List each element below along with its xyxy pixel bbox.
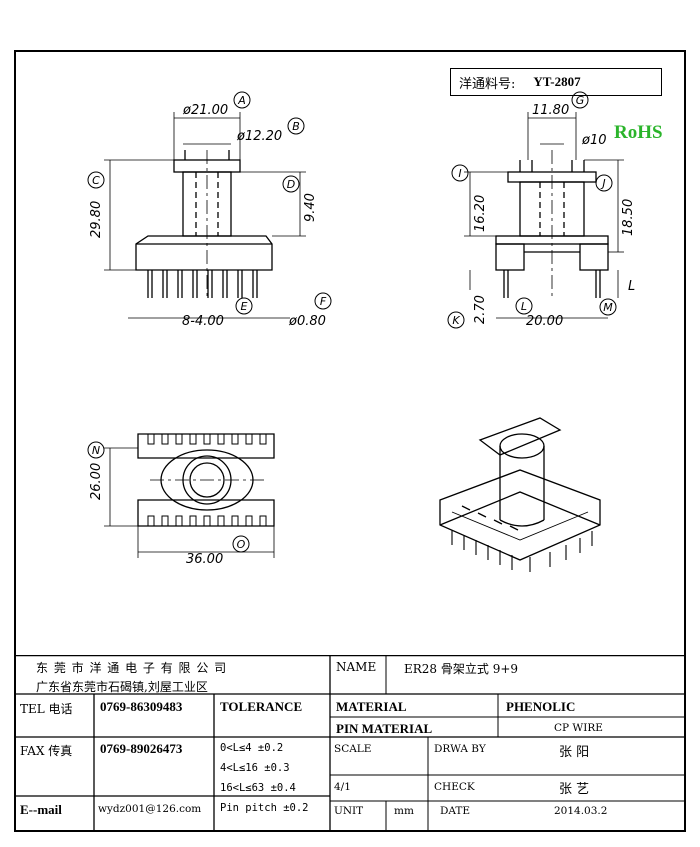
isometric-view (439, 417, 601, 572)
fax-label: FAX 传真 (20, 744, 73, 758)
tag-c: C (92, 174, 100, 187)
tag-i: I (458, 167, 461, 180)
tel-value: 0769-86309483 (100, 699, 183, 714)
dim-d: 9.40 (303, 193, 318, 222)
material-label: MATERIAL (336, 699, 407, 714)
dim-b: ø12.20 (236, 129, 282, 144)
dim-j: 18.50 (621, 199, 636, 236)
check-value: 张 艺 (559, 782, 590, 797)
tolerance-4: Pin pitch ±0.2 (220, 802, 309, 814)
dim-n: 26.00 (89, 463, 104, 500)
company-name: 东 莞 市 洋 通 电 子 有 限 公 司 (36, 661, 228, 675)
technical-drawing: ø21.00 ø12.20 29.80 9.40 8-4.00 ø0.80 11… (87, 91, 636, 572)
date-value: 2014.03.2 (554, 805, 608, 817)
dim-g: 11.80 (532, 103, 569, 118)
title-block-grid (14, 655, 686, 832)
scale-label: SCALE (334, 743, 372, 755)
dim-c: 29.80 (89, 201, 104, 238)
tag-l: L (521, 300, 527, 313)
dim-o: 36.00 (186, 552, 223, 567)
tag-j: J (600, 177, 605, 190)
tag-m: M (603, 301, 613, 314)
side-view (464, 112, 624, 319)
dim-a: ø21.00 (182, 103, 228, 118)
fax-value: 0769-89026473 (100, 741, 183, 756)
part-number-label: 洋通料号: (459, 76, 516, 92)
dim-e: 8-4.00 (182, 314, 224, 329)
drawby-label: DRWA BY (434, 743, 486, 755)
dim-l: 20.00 (526, 314, 563, 329)
dim-m: L (628, 279, 635, 294)
top-view (104, 433, 275, 558)
pin-material-value: CP WIRE (554, 722, 603, 734)
front-pins (147, 270, 258, 298)
tag-a: A (237, 94, 246, 107)
front-view (104, 112, 306, 319)
tag-o: O (237, 538, 246, 551)
unit-value: mm (394, 805, 414, 817)
tolerance-label: TOLERANCE (220, 699, 303, 714)
tag-n: N (92, 444, 100, 457)
part-number-value: YT-2807 (533, 74, 581, 89)
tag-b: B (292, 120, 300, 133)
unit-label: UNIT (334, 805, 364, 817)
dim-k: 2.70 (473, 295, 488, 324)
material-value: PHENOLIC (506, 699, 576, 714)
email-label: E--mail (20, 802, 62, 817)
tag-e: E (241, 300, 248, 313)
check-label: CHECK (434, 781, 475, 793)
tel-label: TEL 电话 (20, 702, 73, 716)
tag-g: G (576, 94, 585, 107)
scale-value: 4/1 (334, 781, 351, 793)
tolerance-1: 0<L≤4 ±0.2 (220, 742, 284, 754)
tolerance-2: 4<L≤16 ±0.3 (220, 762, 290, 774)
dim-f: ø0.80 (288, 314, 326, 329)
tag-k: K (452, 314, 460, 327)
tolerance-3: 16<L≤63 ±0.4 (220, 782, 296, 794)
part-number-box: 洋通料号: YT-2807 (450, 68, 662, 96)
name-label: NAME (336, 660, 377, 674)
email-value: wydz001@126.com (98, 803, 202, 815)
drawby-value: 张 阳 (559, 745, 590, 760)
rohs-mark: RoHS (614, 122, 663, 143)
drawing-frame (14, 50, 686, 832)
name-value: ER28 骨架立式 9+9 (404, 662, 519, 676)
title-block: 东 莞 市 洋 通 电 子 有 限 公 司 广东省东莞市石碣镇,刘屋工业区 NA… (14, 655, 686, 832)
pin-material-label: PIN MATERIAL (336, 721, 433, 736)
dim-h: ø10 (581, 133, 607, 148)
company-address: 广东省东莞市石碣镇,刘屋工业区 (36, 680, 208, 694)
tag-f: F (320, 295, 327, 308)
dim-i: 16.20 (473, 195, 488, 232)
tag-d: D (287, 178, 295, 191)
date-label: DATE (440, 805, 471, 817)
